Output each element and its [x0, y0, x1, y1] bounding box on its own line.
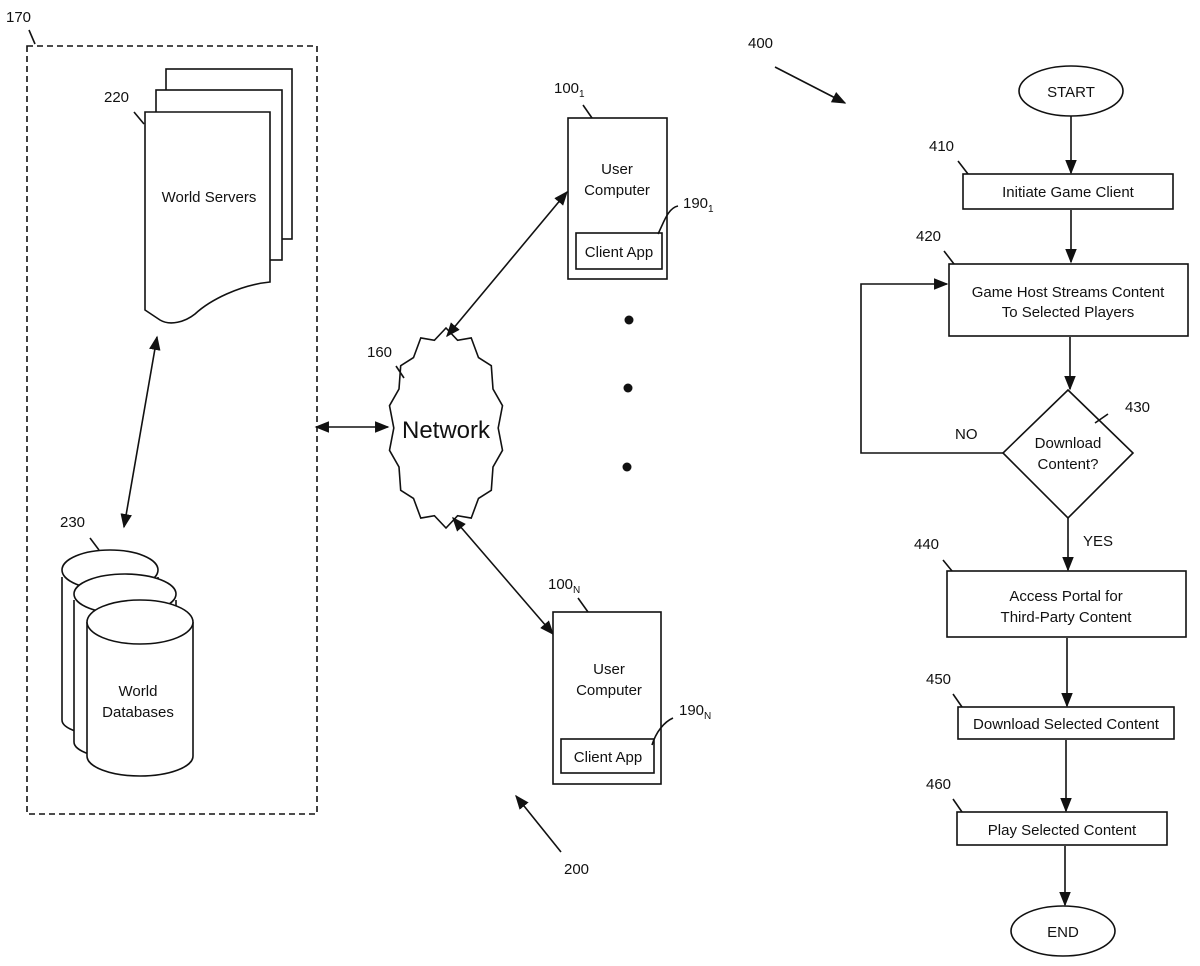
ref-170-leader	[29, 30, 35, 44]
client-app-n-label: Client App	[574, 749, 642, 766]
flow-branch-no-label: NO	[955, 426, 978, 443]
flow-decision-430-label-line2: Content?	[1038, 456, 1099, 473]
ref-170-label: 170	[6, 9, 31, 26]
ref-450-leader	[953, 694, 962, 707]
user-computer-1-label-line1: User	[601, 161, 633, 178]
ref-160-label: 160	[367, 344, 392, 361]
server-page-front	[145, 112, 270, 323]
world-databases: World Databases 230	[60, 514, 193, 776]
user-computer-1: User Computer Client App 1001 1901	[554, 80, 714, 279]
flow-step-440-label-line2: Third-Party Content	[1001, 609, 1133, 626]
ref-100-n-leader	[578, 598, 588, 612]
servers-databases-arrow	[124, 337, 157, 527]
ref-100-n-label: 100N	[548, 576, 580, 596]
client-app-1-label: Client App	[585, 244, 653, 261]
ref-450-label: 450	[926, 671, 951, 688]
ref-430-label: 430	[1125, 399, 1150, 416]
ref-420-label: 420	[916, 228, 941, 245]
ref-460-label: 460	[926, 776, 951, 793]
flow-end-label: END	[1047, 924, 1079, 941]
ref-400-label: 400	[748, 35, 773, 52]
ellipsis-dot-3	[623, 463, 632, 472]
user-computer-n-label-line1: User	[593, 661, 625, 678]
flow-step-440-label-line1: Access Portal for	[1009, 588, 1122, 605]
ref-410-leader	[958, 161, 968, 174]
ellipsis-dot-2	[624, 384, 633, 393]
world-servers-label: World Servers	[162, 189, 257, 206]
ref-190-1-label: 1901	[683, 195, 714, 215]
network-usern-arrow	[453, 518, 553, 634]
ref-440-leader	[943, 560, 952, 571]
ref-100-1-label: 1001	[554, 80, 585, 100]
ref-220-label: 220	[104, 89, 129, 106]
flow-step-460-label: Play Selected Content	[988, 822, 1137, 839]
network-label: Network	[402, 417, 491, 444]
network-user1-arrow	[447, 192, 567, 336]
flow-decision-430	[1003, 390, 1133, 518]
ref-190-n-label: 190N	[679, 702, 711, 722]
flow-decision-430-label-line1: Download	[1035, 435, 1102, 452]
user-computer-n: User Computer Client App 100N 190N	[548, 576, 711, 784]
user-computer-1-label-line2: Computer	[584, 182, 650, 199]
ref-420-leader	[944, 251, 954, 264]
user-computer-n-label-line2: Computer	[576, 682, 642, 699]
flow-step-420-label-line2: To Selected Players	[1002, 304, 1135, 321]
ref-440-label: 440	[914, 536, 939, 553]
world-databases-label-line2: Databases	[102, 704, 174, 721]
flow-step-420-label-line1: Game Host Streams Content	[972, 284, 1165, 301]
flow-branch-yes-label: YES	[1083, 533, 1113, 550]
ref-200-arrow	[516, 796, 561, 852]
world-databases-label-line1: World	[119, 683, 158, 700]
db-cylinder-front-top	[87, 600, 193, 644]
ref-410-label: 410	[929, 138, 954, 155]
ref-100-1-leader	[583, 105, 592, 118]
flow-step-410-label: Initiate Game Client	[1002, 184, 1135, 201]
flow-start-label: START	[1047, 84, 1095, 101]
ref-230-label: 230	[60, 514, 85, 531]
flow-step-450-label: Download Selected Content	[973, 716, 1160, 733]
ref-400-arrow	[775, 67, 845, 103]
ref-200-label: 200	[564, 861, 589, 878]
ref-220-leader	[134, 112, 144, 124]
ellipsis-dot-1	[625, 316, 634, 325]
world-servers: World Servers 220	[104, 69, 292, 323]
network-cloud: Network 160	[367, 328, 503, 528]
ref-460-leader	[953, 799, 962, 812]
ref-230-leader	[90, 538, 99, 550]
